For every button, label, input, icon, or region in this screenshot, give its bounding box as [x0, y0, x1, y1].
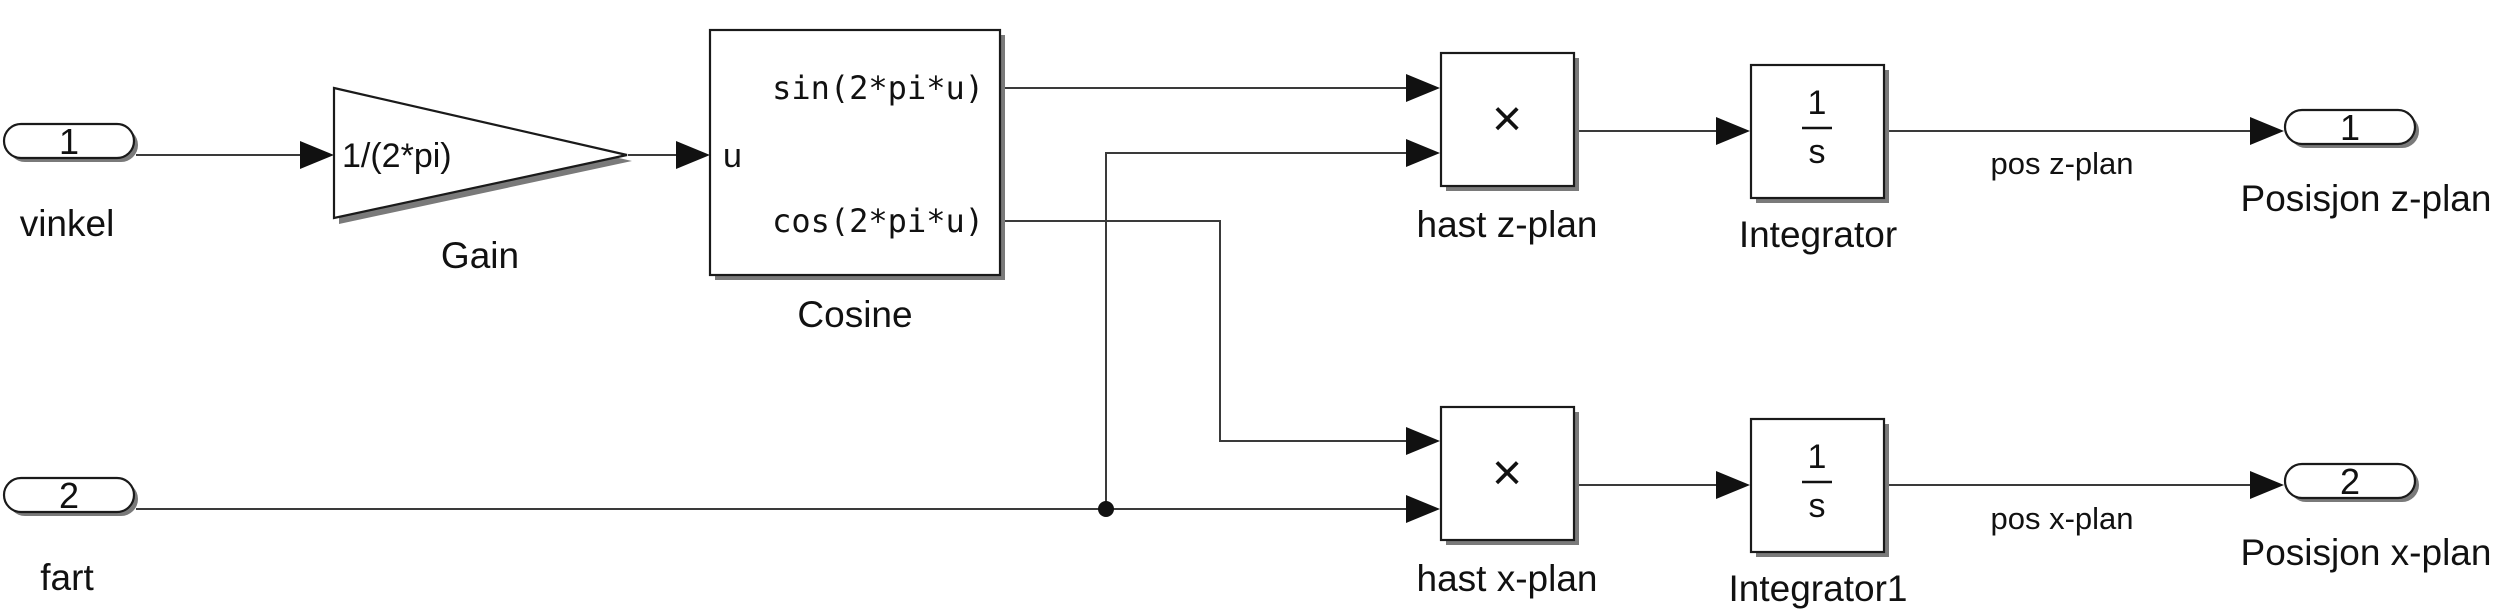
arrow-into-product-x-in2 [1406, 495, 1440, 523]
wire-cos-to-product-x [1003, 220, 1414, 442]
inport-fart-label: fart [40, 557, 94, 598]
signal-label-pos-x-plan: pos x-plan [1990, 501, 2133, 536]
inport-vinkel-label: vinkel [20, 203, 115, 244]
cosine-sin-output-label: sin(2*pi*u) [772, 69, 984, 107]
cosine-label: Cosine [797, 294, 912, 335]
integrator1-label: Integrator1 [1729, 568, 1908, 609]
integrator-numerator: 1 [1808, 84, 1827, 122]
integrator-label: Integrator [1739, 214, 1897, 255]
outport2-block[interactable] [2283, 462, 2417, 500]
signal-lines [136, 87, 2254, 517]
gain-expression: 1/(2*pi) [342, 137, 452, 175]
inport-fart[interactable]: 2 fart [2, 475, 138, 598]
arrow-into-gain [300, 141, 334, 169]
cosine-input-label: u [723, 137, 742, 175]
signal-label-pos-z-plan: pos z-plan [1990, 146, 2133, 181]
cosine-block[interactable]: u sin(2*pi*u) cos(2*pi*u) Cosine [708, 28, 1005, 335]
arrowheads [300, 74, 2284, 523]
product-z-multiply-icon: × [1492, 90, 1522, 148]
gain-triangle[interactable] [332, 86, 628, 220]
product-x-multiply-icon: × [1492, 444, 1522, 502]
arrow-into-product-z-in2 [1406, 139, 1440, 167]
branch-point-dot [1098, 501, 1114, 517]
inport-vinkel[interactable]: 1 vinkel [2, 121, 138, 244]
product-z-label: hast z-plan [1417, 204, 1598, 245]
integrator-rect[interactable] [1749, 63, 1886, 200]
outport2-label: Posisjon x-plan [2241, 532, 2492, 573]
arrow-into-product-z-in1 [1406, 74, 1440, 102]
inport-fart-block[interactable] [2, 476, 136, 514]
product-hast-x-plan[interactable]: × hast x-plan [1417, 405, 1598, 599]
outport-posisjon-x-plan[interactable]: 2 Posisjon x-plan [2241, 461, 2492, 573]
gain-block[interactable]: 1/(2*pi) Gain [332, 86, 632, 276]
integrator1-rect[interactable] [1749, 417, 1886, 554]
outport1-label: Posisjon z-plan [2241, 178, 2492, 219]
outport1-block[interactable] [2283, 108, 2417, 146]
arrow-into-outport1 [2250, 117, 2284, 145]
integrator1-block[interactable]: 1 s Integrator1 [1729, 417, 1908, 609]
outport2-number: 2 [2340, 461, 2360, 502]
integrator1-numerator: 1 [1808, 438, 1827, 476]
cosine-cos-output-label: cos(2*pi*u) [772, 202, 984, 240]
arrow-into-outport2 [2250, 471, 2284, 499]
arrow-into-product-x-in1 [1406, 427, 1440, 455]
wire-fart-branch-to-product-z [1105, 152, 1414, 509]
integrator-denominator: s [1809, 133, 1826, 171]
product-z-rect[interactable] [1439, 51, 1576, 188]
product-x-label: hast x-plan [1417, 558, 1598, 599]
gain-label: Gain [441, 235, 519, 276]
outport-posisjon-z-plan[interactable]: 1 Posisjon z-plan [2241, 107, 2492, 219]
cosine-rect[interactable] [708, 28, 1002, 277]
integrator-block[interactable]: 1 s Integrator [1739, 63, 1897, 255]
arrow-into-integrator [1716, 117, 1750, 145]
inport-vinkel-number: 1 [59, 121, 79, 162]
inport-fart-number: 2 [59, 475, 79, 516]
product-hast-z-plan[interactable]: × hast z-plan [1417, 51, 1598, 245]
outport1-number: 1 [2340, 107, 2360, 148]
arrow-into-integrator1 [1716, 471, 1750, 499]
inport-vinkel-block[interactable] [2, 122, 136, 160]
product-x-rect[interactable] [1439, 405, 1576, 542]
integrator1-denominator: s [1809, 487, 1826, 525]
arrow-into-cosine [676, 141, 710, 169]
